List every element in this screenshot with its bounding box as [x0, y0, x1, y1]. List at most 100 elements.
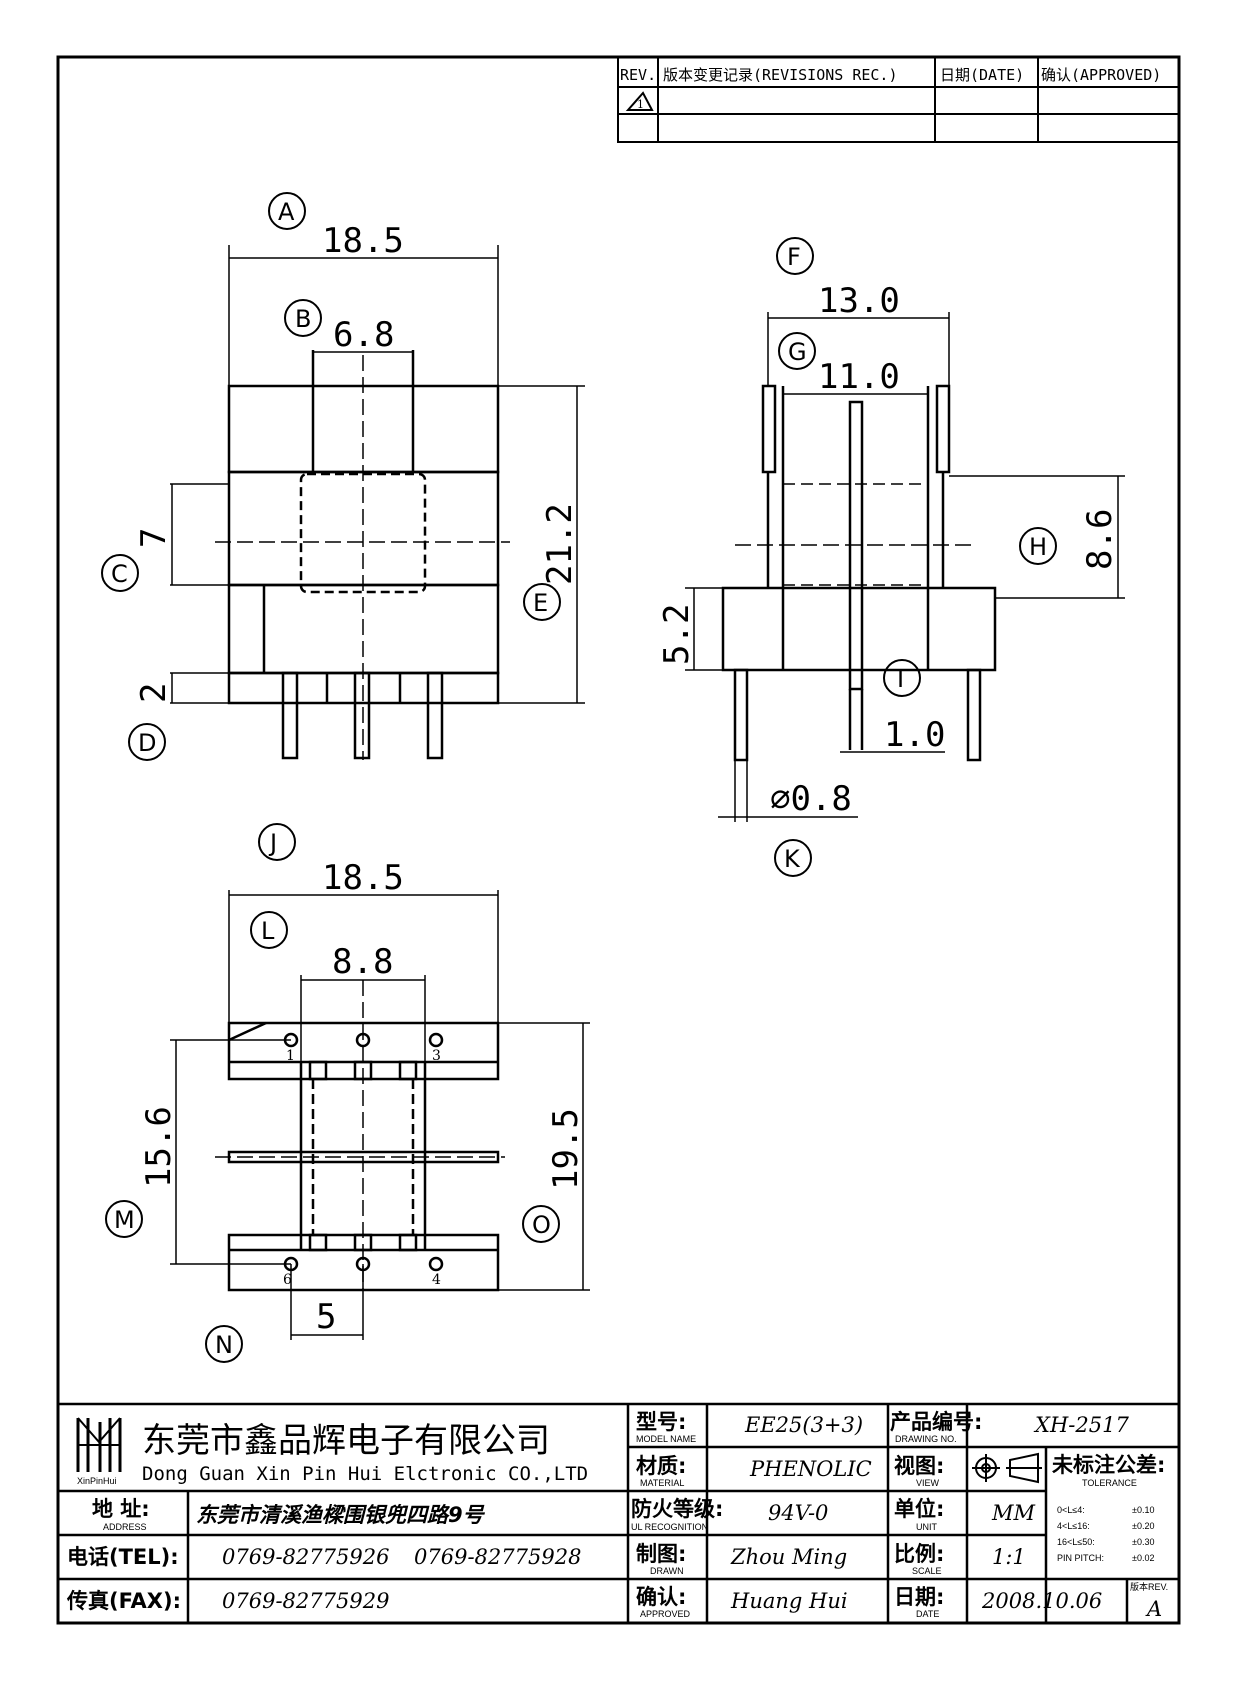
label-k: K	[784, 845, 801, 873]
address-label-en: ADDRESS	[103, 1522, 147, 1532]
drawing-no-label: 产品编号:	[890, 1410, 982, 1434]
address-label: 地 址:	[92, 1497, 150, 1521]
label-m: M	[114, 1206, 135, 1234]
label-d: D	[138, 729, 156, 757]
label-i: I	[897, 665, 904, 693]
rev-value: A	[1145, 1597, 1162, 1621]
label-a-bubble: A	[268, 192, 306, 230]
date-label: 日期:	[894, 1585, 944, 1609]
label-n-bubble: N	[205, 1325, 243, 1363]
drawn-label-en: DRAWN	[650, 1566, 684, 1576]
label-g-bubble: G	[778, 332, 816, 370]
unit-label-en: UNIT	[916, 1522, 937, 1532]
label-a: A	[278, 198, 295, 226]
fire-label: 防火等级:	[631, 1497, 723, 1521]
label-e-bubble: E	[523, 583, 561, 621]
dim-d-value: 2	[134, 683, 174, 703]
pin-label-4: 4	[432, 1272, 441, 1288]
tolerance-row-4: PIN PITCH:	[1057, 1553, 1104, 1563]
tolerance-row-3: 16<L≤50:	[1057, 1537, 1095, 1547]
label-j-bubble: J	[258, 823, 296, 861]
label-j: J	[268, 829, 277, 857]
dim-l-value: 8.8	[332, 942, 393, 982]
address-value: 东莞市清溪渔樑围银兜四路9号	[196, 1503, 486, 1527]
bottom-view	[170, 890, 590, 1340]
label-e: E	[533, 589, 548, 617]
label-o-bubble: O	[522, 1205, 560, 1243]
tolerance-value-4: ±0.02	[1132, 1553, 1154, 1563]
dim-j-value: 18.5	[322, 858, 404, 898]
label-c: C	[111, 560, 128, 588]
label-n: N	[215, 1331, 233, 1359]
dim-b-value: 6.8	[333, 315, 394, 355]
dim-a-value: 18.5	[322, 221, 404, 261]
fax-value: 0769-82775929	[222, 1589, 389, 1613]
material-label-en: MATERIAL	[640, 1478, 684, 1488]
front-view	[170, 245, 585, 760]
company-name-en: Dong Guan Xin Pin Hui Elctronic CO.,LTD	[142, 1463, 588, 1485]
dim-h-value: 8.6	[1080, 509, 1120, 570]
dim-o-value: 19.5	[546, 1108, 586, 1190]
label-c-bubble: C	[101, 554, 139, 592]
label-g: G	[788, 338, 807, 366]
view-label-en: VIEW	[916, 1478, 940, 1488]
drawing-no-value: XH-2517	[1033, 1413, 1129, 1437]
dim-e-value: 21.2	[540, 503, 580, 585]
view-label: 视图:	[894, 1454, 944, 1478]
date-value: 2008.10.06	[981, 1589, 1102, 1613]
label-b: B	[295, 305, 311, 333]
fax-label: 传真(FAX):	[66, 1589, 181, 1613]
revision-block	[617, 56, 1180, 143]
dim-i-value: 1.0	[884, 715, 945, 755]
model-value: EE25(3+3)	[744, 1413, 863, 1437]
revision-triangle-icon: 1	[625, 91, 654, 111]
rev-mark: 1	[637, 98, 644, 111]
tolerance-value-2: ±0.20	[1132, 1521, 1154, 1531]
side-view	[685, 312, 1125, 822]
projection-symbol-icon	[972, 1452, 1042, 1484]
pin-label-3: 3	[432, 1048, 441, 1064]
approved-value: Huang Hui	[730, 1589, 848, 1613]
date-label-en: DATE	[916, 1609, 939, 1619]
dim-k-value: ⌀0.8	[770, 779, 852, 819]
tolerance-row-1: 0<L≤4:	[1057, 1505, 1085, 1515]
fire-value: 94V-0	[768, 1501, 828, 1525]
model-label-en: MODEL NAME	[636, 1434, 696, 1444]
drawn-label: 制图:	[636, 1542, 686, 1566]
tel-value-1: 0769-82775926	[222, 1545, 389, 1569]
dim-n-value: 5	[316, 1297, 336, 1337]
label-k-bubble: K	[774, 839, 812, 877]
tolerance-value-1: ±0.10	[1132, 1505, 1154, 1515]
fire-label-en: UL RECOGNITION	[631, 1522, 708, 1532]
unit-value: MM	[991, 1501, 1036, 1525]
scale-label: 比例:	[894, 1542, 944, 1566]
tolerance-label-en: TOLERANCE	[1082, 1478, 1137, 1488]
label-l-bubble: L	[250, 911, 288, 949]
title-block-grid	[56, 1402, 1181, 1625]
dim-base-value: 5.2	[657, 604, 697, 665]
tolerance-label: 未标注公差:	[1052, 1453, 1165, 1477]
unit-label: 单位:	[894, 1497, 944, 1521]
material-label: 材质:	[636, 1454, 686, 1478]
pin-label-1: 1	[286, 1048, 295, 1064]
tel-value-2: 0769-82775928	[414, 1545, 581, 1569]
scale-label-en: SCALE	[912, 1566, 942, 1576]
label-h-bubble: H	[1019, 527, 1057, 565]
label-d-bubble: D	[128, 723, 166, 761]
company-name-cn: 东莞市鑫品辉电子有限公司	[142, 1421, 550, 1461]
dim-m-value: 15.6	[139, 1106, 179, 1188]
label-m-bubble: M	[105, 1200, 143, 1238]
company-logo	[76, 1417, 122, 1472]
rev-header: REV.	[620, 66, 656, 84]
model-label: 型号:	[636, 1410, 686, 1434]
logo-text: XinPinHui	[77, 1476, 117, 1486]
approved-label-en: APPROVED	[640, 1609, 691, 1619]
dim-g-value: 11.0	[818, 357, 900, 397]
drawn-value: Zhou Ming	[730, 1545, 847, 1569]
tel-label: 电话(TEL):	[67, 1545, 179, 1569]
drawing-no-label-en: DRAWING NO.	[895, 1434, 957, 1444]
scale-value: 1:1	[992, 1545, 1026, 1569]
pin-label-6: 6	[283, 1272, 292, 1288]
approved-header: 确认(APPROVED)	[1041, 66, 1161, 84]
